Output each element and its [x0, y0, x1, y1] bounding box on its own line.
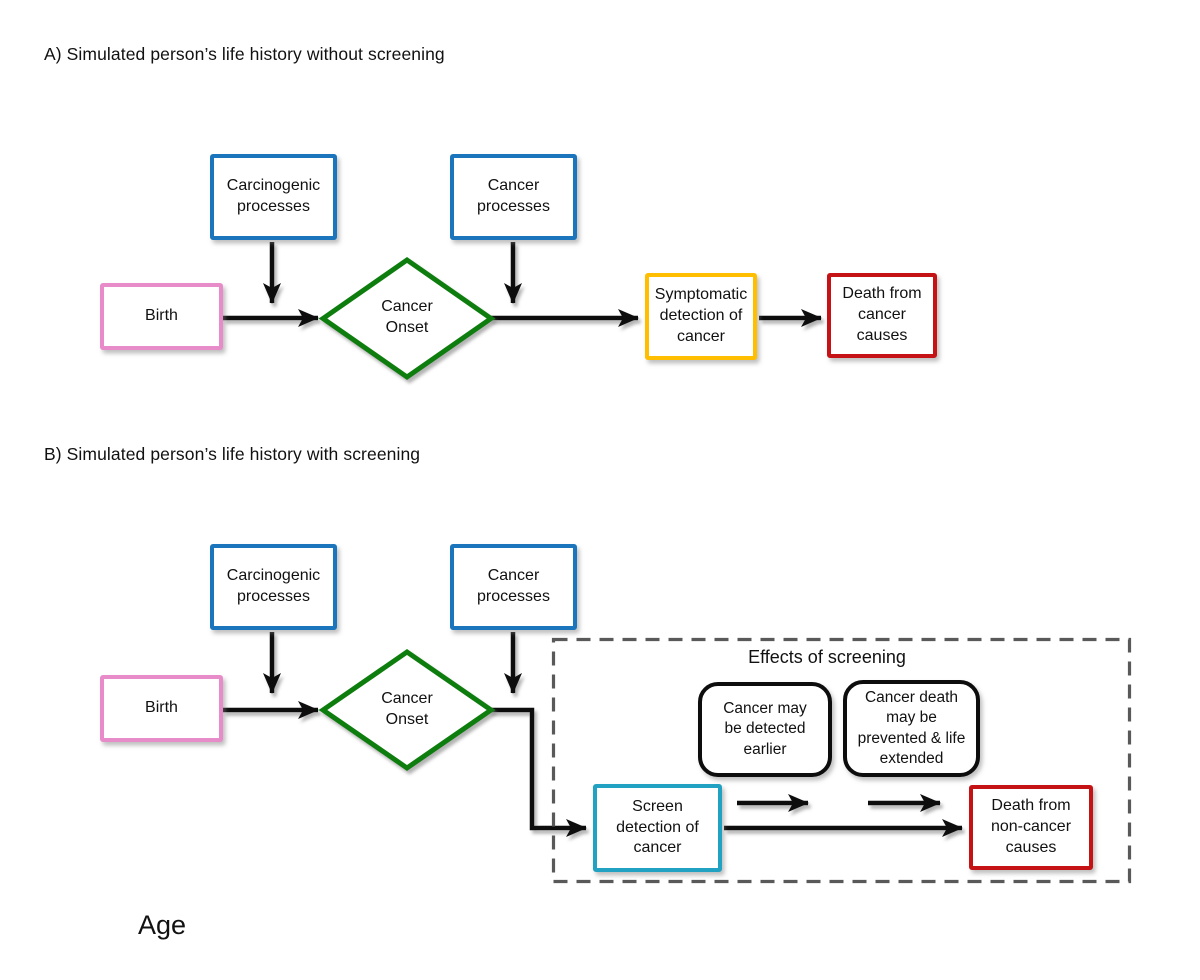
- carcinogenic-processes-box-b: Carcinogenic processes: [210, 544, 337, 630]
- cancer-processes-box-a: Cancer processes: [450, 154, 577, 240]
- effect-death-prevented-box: Cancer death may be prevented & life ext…: [843, 680, 980, 777]
- panel-b-title: B) Simulated person’s life history with …: [44, 444, 421, 464]
- carcinogenic-processes-box-a: Carcinogenic processes: [210, 154, 337, 240]
- age-axis-label: Age: [138, 910, 187, 940]
- effects-of-screening-region: [551, 637, 1132, 884]
- cancer-processes-box-b: Cancer processes: [450, 544, 577, 630]
- birth-box-b: Birth: [100, 675, 223, 742]
- cancer-onset-label-b: Cancer Onset: [381, 690, 433, 728]
- effects-of-screening-title: Effects of screening: [748, 647, 906, 668]
- symptomatic-detection-box: Symptomatic detection of cancer: [645, 273, 757, 360]
- screen-detection-box: Screen detection of cancer: [593, 784, 722, 872]
- panel-a-title: A) Simulated person’s life history witho…: [44, 44, 445, 64]
- cancer-onset-label-a: Cancer Onset: [381, 298, 433, 336]
- birth-box-a: Birth: [100, 283, 223, 350]
- effect-detected-earlier-box: Cancer may be detected earlier: [698, 682, 832, 777]
- cancer-onset-diamond-a: [318, 256, 496, 381]
- cancer-onset-diamond-b: [318, 648, 496, 772]
- death-from-noncancer-box: Death from non-cancer causes: [969, 785, 1093, 870]
- arrow-onset-to-screen-elbow: [489, 707, 587, 837]
- death-from-cancer-box: Death from cancer causes: [827, 273, 937, 358]
